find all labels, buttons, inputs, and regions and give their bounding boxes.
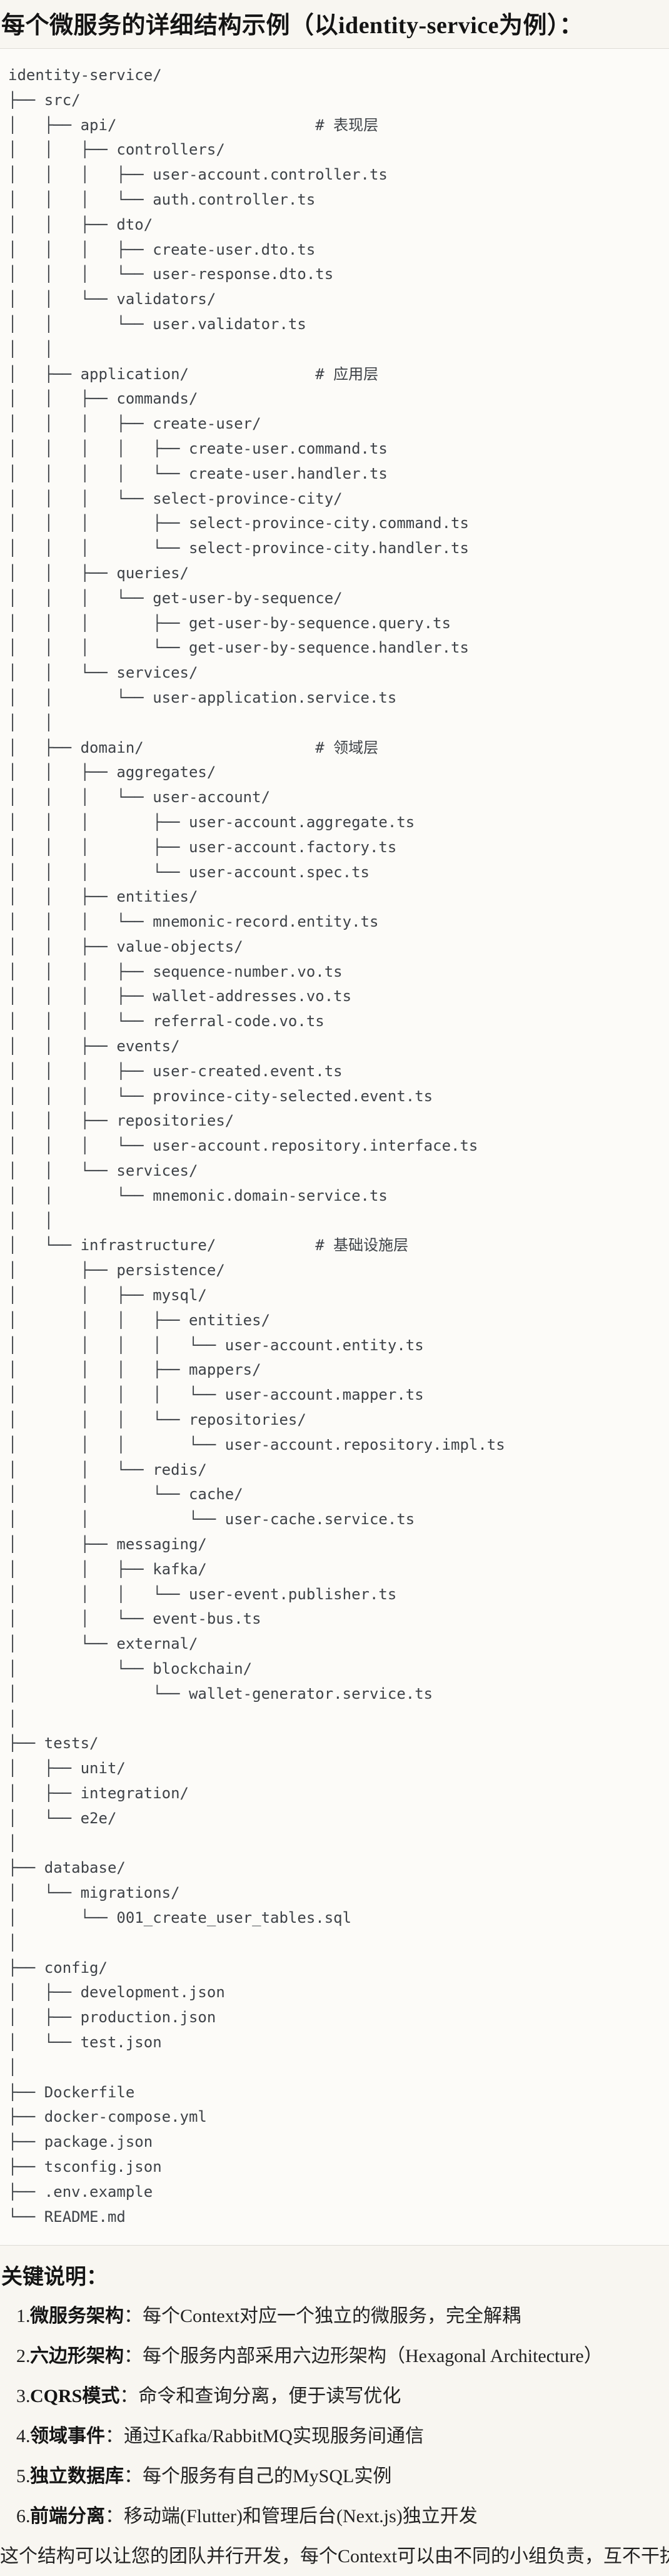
notes-heading: 关键说明： (1, 2266, 108, 2289)
file-tree: identity-service/ ├── src/ │ ├── api/ # … (8, 66, 505, 2226)
list-item-number: 3. (16, 2386, 31, 2407)
notes-footer: 这个结构可以让您的团队并行开发，每个Context可以由不同的小组负责，互不干扰… (0, 2546, 669, 2567)
list-item-number: 1. (16, 2306, 31, 2327)
list-item-text: ：命令和查询分离，便于读写优化 (119, 2386, 401, 2407)
list-item-text: ：通过Kafka/RabbitMQ实现服务间通信 (105, 2426, 424, 2447)
list-item: 5.独立数据库：每个服务有自己的MySQL实例 (0, 2463, 669, 2490)
list-item-number: 6. (16, 2506, 31, 2527)
list-item-label: 独立数据库 (30, 2466, 124, 2487)
page-title: 每个微服务的详细结构示例（以identity-service为例）： (1, 13, 584, 39)
list-item-label: 六边形架构 (30, 2346, 124, 2367)
list-item-label: 微服务架构 (30, 2306, 124, 2327)
list-item-text: ：移动端(Flutter)和管理后台(Next.js)独立开发 (105, 2506, 478, 2527)
list-item: 6.前端分离：移动端(Flutter)和管理后台(Next.js)独立开发 (0, 2503, 669, 2530)
notes-section: 关键说明： 1.微服务架构：每个Context对应一个独立的微服务，完全解耦 2… (0, 2264, 669, 2570)
list-item-text: ：每个Context对应一个独立的微服务，完全解耦 (124, 2306, 521, 2327)
code-block: identity-service/ ├── src/ │ ├── api/ # … (0, 48, 669, 2246)
list-item: 3.CQRS模式：命令和查询分离，便于读写优化 (0, 2383, 669, 2410)
list-item-text: ：每个服务内部采用六边形架构（Hexagonal Architecture） (124, 2346, 603, 2367)
list-item-label: 前端分离 (30, 2506, 105, 2527)
list-item: 1.微服务架构：每个Context对应一个独立的微服务，完全解耦 (0, 2303, 669, 2330)
list-item-label: CQRS模式 (30, 2386, 120, 2407)
list-item: 2.六边形架构：每个服务内部采用六边形架构（Hexagonal Architec… (0, 2343, 669, 2370)
list-item-label: 领域事件 (30, 2426, 105, 2447)
list-item-number: 2. (16, 2346, 31, 2367)
list-item: 4.领域事件：通过Kafka/RabbitMQ实现服务间通信 (0, 2423, 669, 2450)
notes-list: 1.微服务架构：每个Context对应一个独立的微服务，完全解耦 2.六边形架构… (0, 2303, 669, 2530)
list-item-number: 5. (16, 2466, 31, 2487)
list-item-number: 4. (16, 2426, 31, 2447)
list-item-text: ：每个服务有自己的MySQL实例 (124, 2466, 392, 2487)
